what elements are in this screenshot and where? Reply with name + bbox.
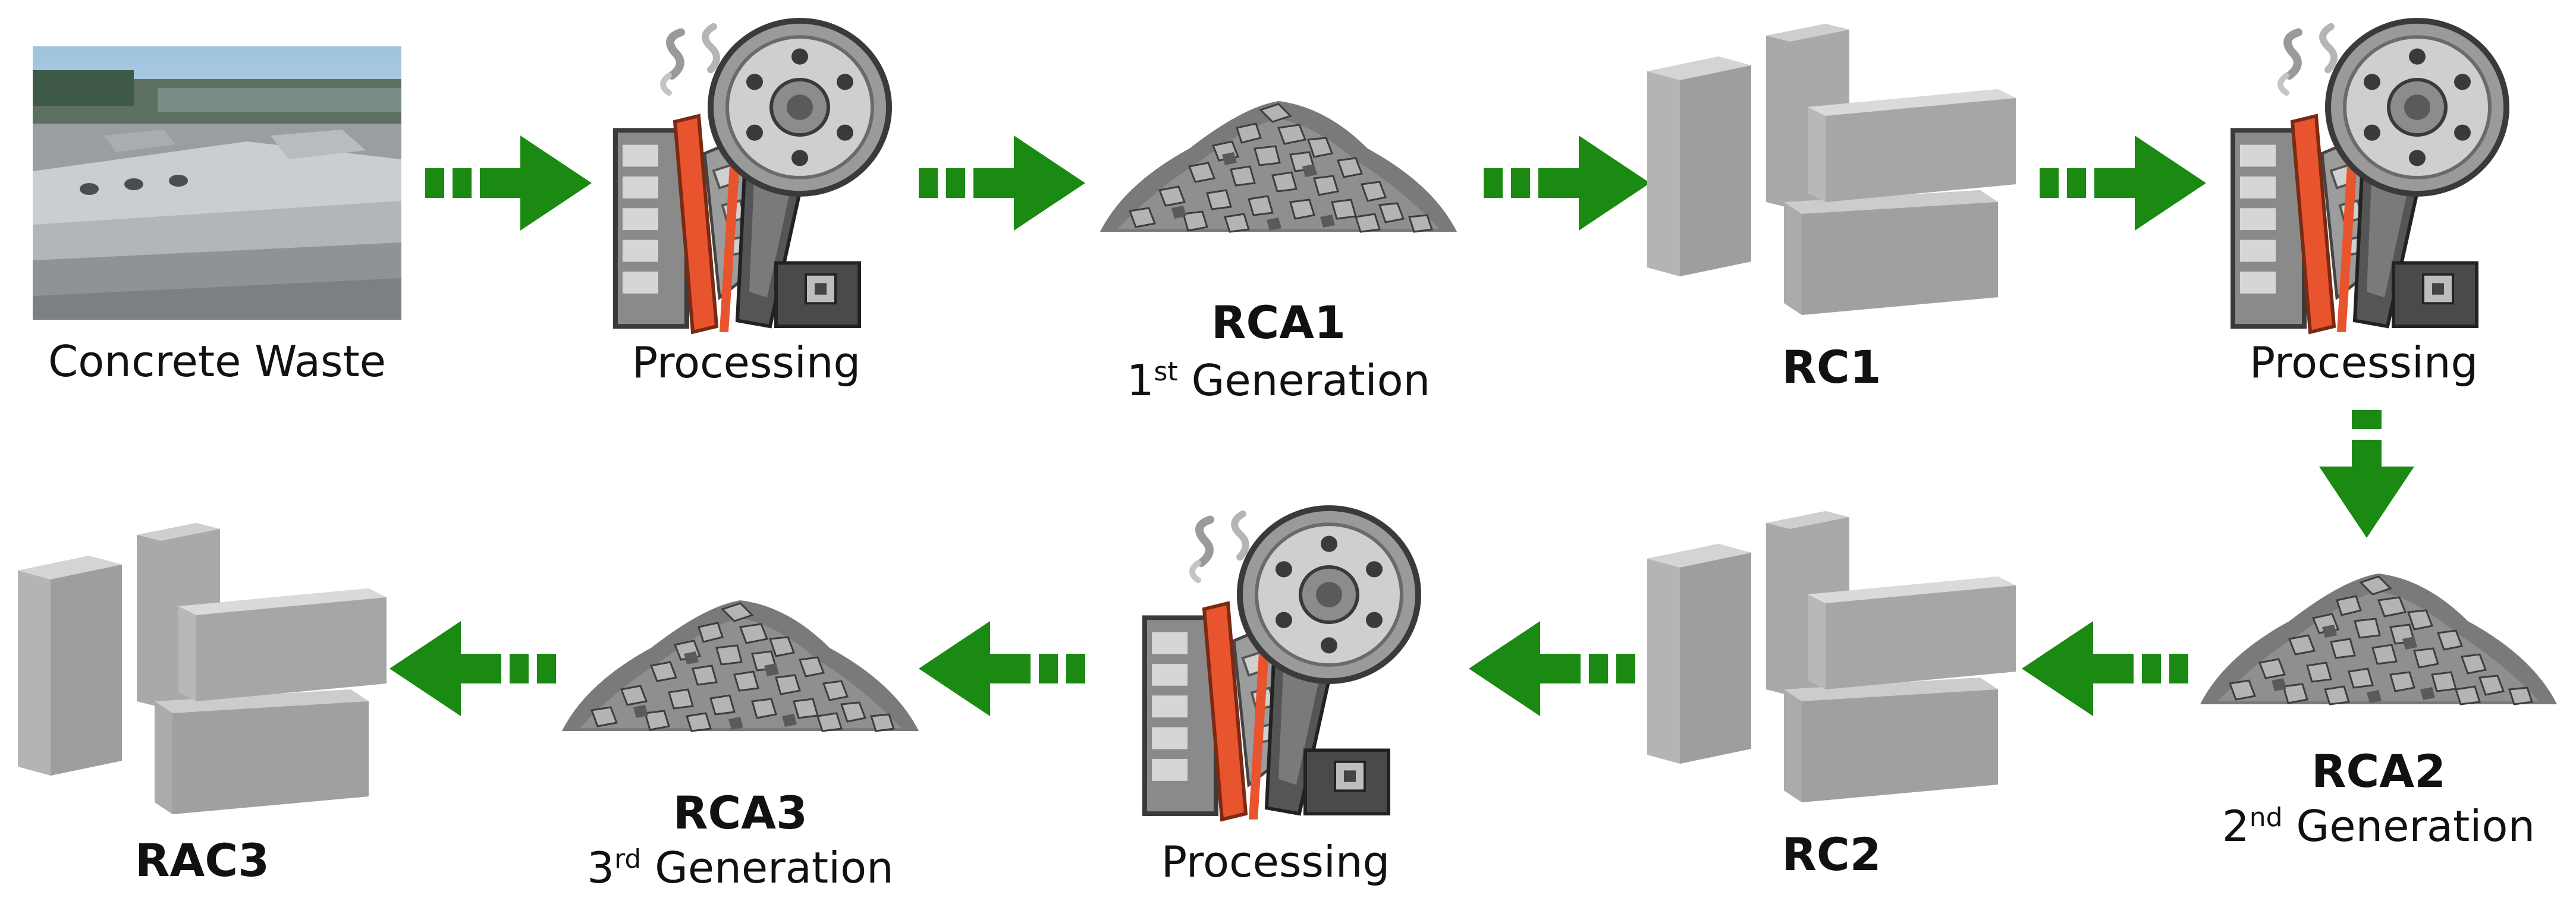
aggregate-pile-icon	[2199, 572, 2558, 705]
arrow-right-icon	[2040, 136, 2206, 231]
node-processing-1: Processing	[610, 21, 883, 386]
arrow-left-icon	[2022, 621, 2188, 716]
arrow-rca1-to-rc1	[1484, 136, 1650, 231]
arrow-right-icon	[425, 136, 592, 231]
caption-rca2: RCA2	[2311, 745, 2446, 798]
arrow-left-icon	[919, 621, 1085, 716]
arrow-processing-to-rca2	[2316, 410, 2417, 541]
arrow-left-icon	[1469, 621, 1635, 716]
node-rca2: RCA2 2nd Generation	[2199, 568, 2558, 850]
arrow-down-icon	[2319, 410, 2414, 538]
node-rca3: RCA3 3rd Generation	[561, 594, 920, 892]
caption-processing-2: Processing	[2249, 338, 2478, 388]
aggregate-pile-icon	[1099, 100, 1458, 233]
concrete-blocks-icon	[1647, 24, 2016, 315]
caption-processing-3: Processing	[1161, 837, 1390, 887]
arrow-processing-to-rca3	[919, 621, 1085, 716]
concrete-waste-photo	[33, 46, 401, 320]
arrow-rc2-to-processing	[1469, 621, 1635, 716]
caption-rca1: RCA1	[1211, 296, 1346, 349]
caption-concrete-waste: Concrete Waste	[48, 336, 387, 386]
concrete-blocks-icon	[18, 523, 387, 814]
node-concrete-waste: Concrete Waste	[33, 46, 401, 385]
caption-processing-1: Processing	[632, 338, 861, 388]
node-processing-3: Processing	[1139, 508, 1412, 886]
node-rac3: RAC3	[18, 523, 387, 886]
crusher-icon	[2227, 21, 2500, 342]
arrow-processing-to-rca1	[919, 136, 1085, 231]
arrow-waste-to-processing	[425, 136, 592, 231]
caption-rca1-generation: 1st Generation	[1126, 355, 1431, 405]
concrete-blocks-icon	[1647, 511, 2016, 802]
caption-rac3: RAC3	[135, 834, 269, 887]
crusher-icon	[1139, 508, 1412, 829]
crusher-icon	[610, 21, 883, 342]
node-rc2: RC2	[1647, 511, 2016, 880]
caption-rca2-generation: 2nd Generation	[2222, 801, 2536, 851]
caption-rc1: RC1	[1782, 341, 1881, 393]
arrow-right-icon	[919, 136, 1085, 231]
arrow-rc1-to-processing	[2040, 136, 2206, 231]
arrow-left-icon	[389, 621, 556, 716]
node-rca1: RCA1 1st Generation	[1099, 95, 1458, 404]
arrow-right-icon	[1484, 136, 1650, 231]
node-rc1: RC1	[1647, 24, 2016, 392]
caption-rc2: RC2	[1782, 828, 1881, 881]
caption-rca3: RCA3	[673, 786, 808, 839]
arrow-rca3-to-rac3	[389, 621, 556, 716]
aggregate-pile-icon	[561, 599, 920, 732]
arrow-rca2-to-rc2	[2022, 621, 2188, 716]
caption-rca3-generation: 3rd Generation	[587, 843, 894, 893]
node-processing-2: Processing	[2227, 21, 2500, 386]
